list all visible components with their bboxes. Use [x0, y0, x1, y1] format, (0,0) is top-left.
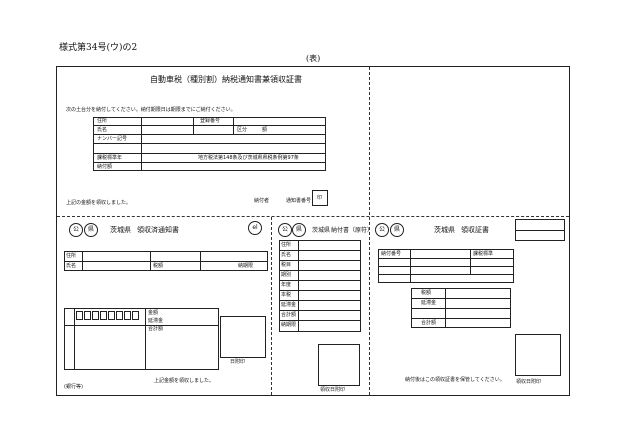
right-stamp-label: 領収日附印	[516, 379, 542, 385]
left-amount-table	[64, 308, 219, 370]
right-stamp-box	[515, 334, 561, 376]
right-circle-ko: 公	[375, 223, 389, 237]
left-right-field: 合計額	[148, 326, 164, 332]
left-stamp-box	[220, 316, 266, 358]
top-col-label: 区分	[237, 127, 248, 133]
middle-row-label: 本税	[281, 292, 292, 298]
right-field-label: 税額	[421, 290, 432, 296]
left-logo: el	[248, 221, 262, 235]
left-field-label: 住所	[66, 253, 77, 259]
top-stamp-box	[312, 190, 328, 206]
side-label: (表)	[306, 54, 321, 63]
middle-stamp-box	[318, 344, 360, 386]
top-row-label: 納付額	[97, 164, 113, 170]
middle-stamp-label: 領収日附印	[320, 387, 346, 393]
middle-row-label: 氏名	[281, 252, 292, 258]
middle-table	[279, 240, 361, 332]
top-row-label: ナンバー記号	[97, 136, 128, 142]
middle-row-label: 納期限	[281, 322, 297, 328]
right-doc-title: 領収証書	[461, 226, 489, 234]
left-field-label: 税額	[153, 263, 164, 269]
middle-row-label: 合計額	[281, 312, 297, 318]
perforation-horizontal	[57, 216, 569, 217]
right-field-label: 納付番号	[381, 251, 402, 257]
top-bottom-label: 通知書番号	[286, 198, 312, 204]
right-field-label: 延滞金	[421, 300, 437, 306]
middle-row-label: 税目	[281, 262, 292, 268]
middle-circle-ko: 公	[278, 223, 292, 237]
top-footer-note: 上記の金額を領収しました。	[66, 200, 132, 206]
top-notice: 次の土台分を納付してください。納付期限日は期限までにご納付ください。	[66, 107, 236, 113]
top-table	[93, 117, 326, 171]
right-prefecture: 茨城県	[434, 226, 455, 234]
top-bottom-label: 納付者	[254, 198, 270, 204]
right-bottom-text: 納付後はこの領収証書を保管してください。	[405, 377, 505, 383]
form-number: 様式第34号(ウ)の2	[59, 43, 138, 53]
form-frame	[56, 66, 570, 396]
middle-row-label: 年度	[281, 282, 292, 288]
left-side-text: 上記金額を領収しました。	[154, 378, 215, 384]
top-row-label: 住所	[97, 118, 108, 124]
top-col-label: 額	[262, 127, 268, 133]
left-bottom-note: (銀行等)	[64, 384, 83, 390]
middle-circle-ken: 県	[292, 223, 306, 237]
left-field-label: 納期限	[238, 263, 254, 269]
top-center-note: 地方税法第148条及び茨城県県税条例第97条	[198, 155, 299, 161]
left-prefecture: 茨城県	[110, 226, 131, 234]
right-circle-ken: 県	[390, 223, 404, 237]
middle-row-label: 住所	[281, 242, 292, 248]
left-field-label: 氏名	[66, 263, 77, 269]
top-row-label: 課税標準年	[97, 155, 123, 161]
perforation-vertical	[369, 67, 370, 395]
left-stamp-label: 日附印	[230, 359, 246, 365]
top-title: 自動車税（種別割）納税通知書兼領収証書	[150, 75, 302, 84]
middle-prefecture: 茨城県	[312, 227, 331, 234]
left-right-field: 金額	[148, 310, 159, 316]
top-stamp-label: 印	[317, 195, 323, 201]
right-field-label: 課税標準	[473, 251, 494, 257]
middle-row-label: 期別	[281, 272, 292, 278]
perforation-vertical-left	[271, 217, 272, 395]
top-col-label: 登録番号	[200, 118, 221, 124]
left-circle-ken: 県	[84, 223, 98, 237]
left-doc-title: 領収済通知書	[137, 226, 179, 234]
top-row-label: 氏名	[97, 127, 108, 133]
middle-doc-title: 納付書（原符）	[331, 227, 374, 234]
left-right-field: 延滞金	[148, 318, 164, 324]
right-field-label: 合計額	[421, 320, 437, 326]
middle-row-label: 延滞金	[281, 302, 297, 308]
left-circle-ko: 公	[69, 223, 83, 237]
